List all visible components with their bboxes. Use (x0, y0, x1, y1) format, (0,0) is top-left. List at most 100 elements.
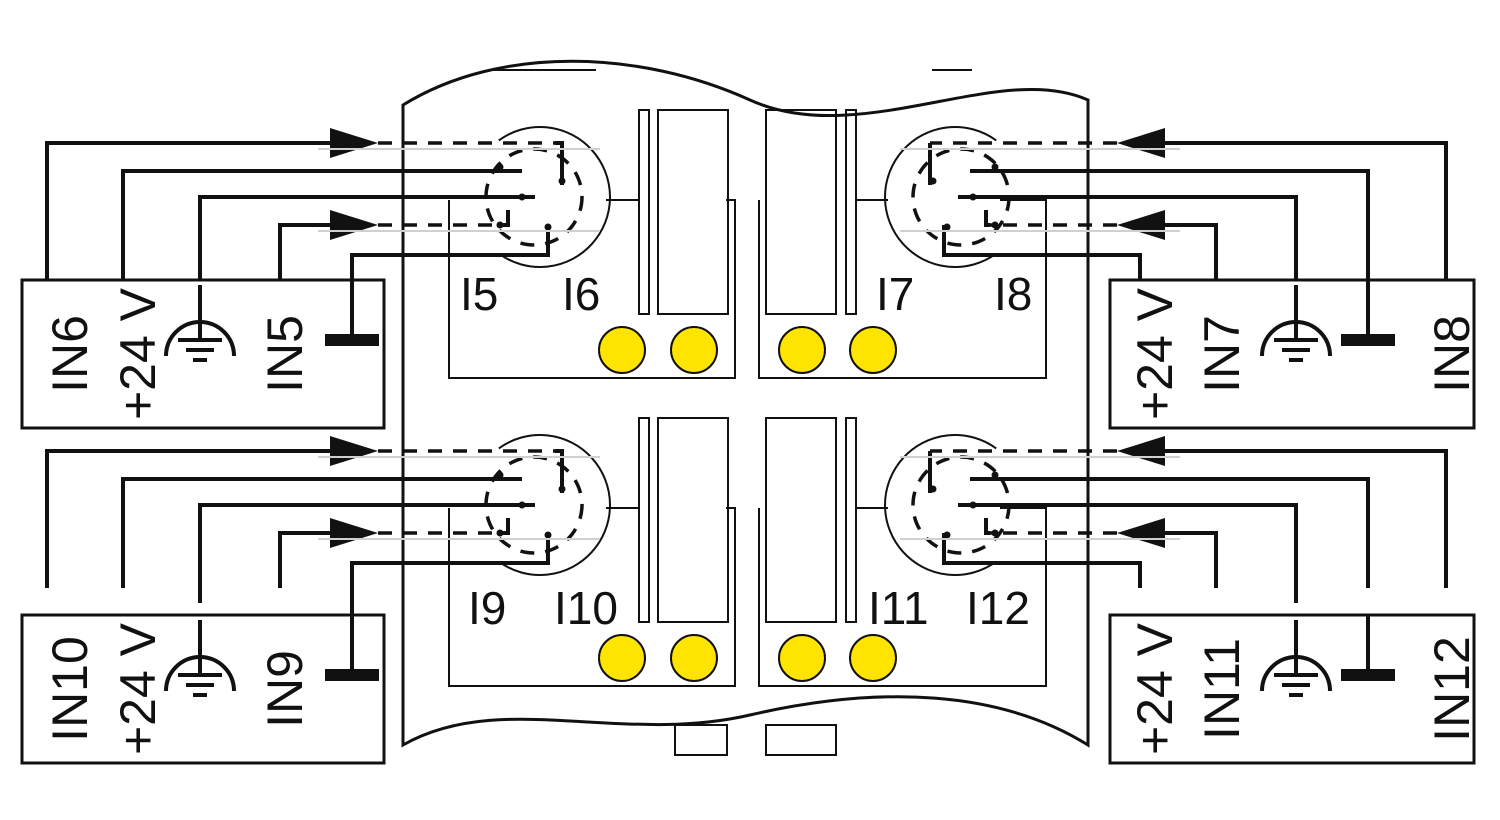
arrow-icon (1117, 128, 1165, 158)
terminal-label: +24 V (110, 622, 166, 755)
connector-outline (884, 434, 997, 576)
wire-pin (555, 449, 564, 493)
wire-in-a (45, 141, 330, 280)
terminal-label: +24 V (1127, 287, 1183, 420)
ground-arc (164, 320, 236, 357)
module-panel-top (448, 109, 1047, 379)
ground-icon (1260, 620, 1332, 697)
terminal-box-frame (1108, 278, 1476, 430)
terminal-box-frame (1108, 613, 1476, 765)
status-led (598, 326, 646, 374)
port-label-i9: I9 (468, 582, 506, 634)
wire-in-a (1165, 141, 1448, 280)
status-led (849, 326, 897, 374)
status-led (670, 634, 718, 682)
wire-ground (958, 503, 1298, 603)
wire-set (900, 436, 1448, 603)
wire-set (45, 128, 600, 330)
switch-contact-icon (1341, 280, 1395, 346)
terminal-box-frame (20, 278, 386, 430)
connector-pin (991, 221, 999, 229)
wire-ground (958, 195, 1298, 295)
wire-24v (970, 169, 1370, 280)
ground-icon (1260, 285, 1332, 362)
wire-switch (350, 533, 550, 638)
wire-set (45, 436, 600, 638)
wire-pin (555, 141, 564, 185)
port-label-i10: I10 (554, 582, 618, 634)
port-label-i12: I12 (966, 582, 1030, 634)
switch-contact-icon (325, 615, 379, 681)
wire-24v-b (942, 225, 1142, 280)
switch-bar (1341, 669, 1395, 681)
terminal-box-frame (20, 613, 386, 765)
ground-arc (164, 655, 236, 692)
wire-in-a (1165, 449, 1448, 588)
wire-24v (121, 169, 522, 280)
connector-pin (496, 163, 504, 171)
terminal-label: IN6 (42, 315, 98, 393)
terminal-label: IN5 (257, 315, 313, 393)
terminal-label: IN9 (257, 650, 313, 728)
module-panel-bottom (448, 417, 1047, 687)
status-led (778, 634, 826, 682)
terminal-label: IN8 (1424, 315, 1480, 393)
switch-bar (1341, 334, 1395, 346)
ground-arc (1260, 320, 1332, 357)
terminal-label: IN10 (42, 636, 98, 742)
connector-pin (991, 163, 999, 171)
connector-outline (884, 126, 997, 268)
arrow-icon (1117, 210, 1165, 240)
wire-in-b (278, 531, 330, 588)
wire-in-b (278, 223, 330, 280)
arrow-icon (1117, 518, 1165, 548)
connector-outline (498, 434, 611, 576)
arrow-icon (330, 128, 378, 158)
module-housing (401, 59, 1090, 756)
wire-24v (970, 477, 1370, 588)
wire-24v (121, 477, 522, 588)
status-led (778, 326, 826, 374)
ground-icon (164, 285, 236, 362)
switch-contact-icon (325, 280, 379, 346)
wire-pin (500, 518, 510, 535)
terminal-label: +24 V (1127, 622, 1183, 755)
connector-outline (498, 126, 611, 268)
switch-bar (325, 334, 379, 346)
arrow-icon (330, 210, 378, 240)
terminal-label: +24 V (110, 287, 166, 420)
connector-pin (991, 529, 999, 537)
wire-in-b (1165, 531, 1218, 588)
port-label-i7: I7 (876, 268, 914, 320)
port-label-i5: I5 (460, 268, 498, 320)
terminal-label: IN11 (1194, 638, 1250, 740)
wire-pin (984, 210, 990, 227)
wire-in-a (45, 449, 330, 588)
arrow-icon (330, 518, 378, 548)
port-label-i11: I11 (868, 582, 929, 634)
wire-group (45, 128, 1448, 638)
port-label-i8: I8 (994, 268, 1032, 320)
port-label-i6: I6 (562, 268, 600, 320)
wire-set (900, 128, 1448, 295)
terminal-label: IN7 (1194, 315, 1250, 393)
wire-ground (198, 195, 535, 295)
terminal-box: IN10+24 V IN9 (20, 613, 386, 765)
wire-pin (500, 210, 510, 227)
switch-contact-icon (1341, 615, 1395, 681)
ground-icon (164, 620, 236, 697)
wire-in-b (1165, 223, 1218, 280)
led-group (598, 326, 897, 682)
status-led (670, 326, 718, 374)
terminal-box: IN6+24 V IN5 (20, 278, 386, 430)
wire-24v-b (942, 533, 1142, 588)
ground-arc (1260, 655, 1332, 692)
terminal-label: IN12 (1424, 636, 1480, 742)
wire-ground (198, 503, 535, 603)
status-led (598, 634, 646, 682)
status-led (849, 634, 897, 682)
